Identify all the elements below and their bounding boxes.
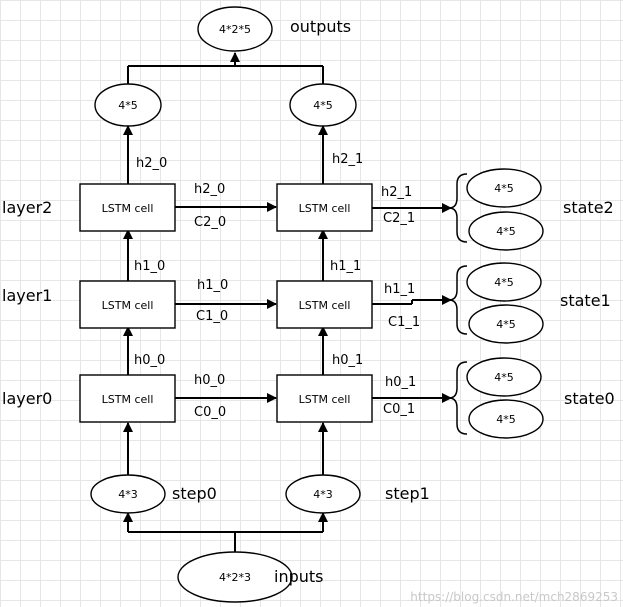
inputs-node bbox=[177, 551, 293, 603]
state1-h-shape: 4*5 bbox=[494, 276, 514, 289]
output0-shape: 4*5 bbox=[118, 99, 138, 112]
cell-label: LSTM cell bbox=[299, 202, 351, 215]
cell-label: LSTM cell bbox=[102, 202, 154, 215]
state1-h-node bbox=[466, 262, 542, 302]
state1-brace bbox=[448, 265, 468, 335]
state2-h-node bbox=[466, 168, 542, 208]
output0-node bbox=[94, 83, 162, 127]
cell-label: LSTM cell bbox=[102, 393, 154, 406]
edge-label-h0_1-out: h0_1 bbox=[385, 375, 416, 390]
output1-shape: 4*5 bbox=[313, 99, 333, 112]
state0-label: state0 bbox=[564, 389, 615, 408]
lstm-cell-layer2-step1 bbox=[276, 183, 373, 232]
step1-node bbox=[285, 474, 361, 514]
state2-c-node bbox=[468, 211, 544, 251]
edge-label-c2_0-right: C2_0 bbox=[194, 215, 226, 230]
edge-label-c1_1-out: C1_1 bbox=[388, 315, 420, 330]
step1-shape: 4*3 bbox=[313, 488, 333, 501]
cell-label: LSTM cell bbox=[299, 393, 351, 406]
edge-label-h1_1-out: h1_1 bbox=[384, 282, 415, 297]
state1-label: state1 bbox=[560, 291, 611, 310]
state0-brace bbox=[448, 361, 468, 435]
step0-shape: 4*3 bbox=[118, 488, 138, 501]
watermark-text: https://blog.csdn.net/mch2869253 bbox=[410, 590, 618, 604]
edge-label-h2_1-up: h2_1 bbox=[332, 152, 363, 167]
connectors bbox=[123, 52, 452, 552]
lstm-cell-layer2-step0 bbox=[79, 183, 176, 232]
edge-label-c2_1-out: C2_1 bbox=[383, 211, 415, 226]
cell-label: LSTM cell bbox=[299, 299, 351, 312]
state0-h-node bbox=[466, 357, 542, 397]
step1-label: step1 bbox=[385, 484, 430, 503]
state2-brace bbox=[448, 173, 468, 243]
lstm-cell-layer0-step0 bbox=[79, 374, 176, 423]
lstm-cell-layer0-step1 bbox=[276, 374, 373, 423]
state0-c-shape: 4*5 bbox=[496, 413, 516, 426]
output1-node bbox=[289, 83, 357, 127]
edge-label-h0_0-right: h0_0 bbox=[194, 373, 225, 388]
layer1-label: layer1 bbox=[2, 286, 52, 305]
state1-c-shape: 4*5 bbox=[496, 318, 516, 331]
state2-label: state2 bbox=[563, 198, 614, 217]
state2-c-shape: 4*5 bbox=[496, 225, 516, 238]
edge-label-h2_1-out: h2_1 bbox=[381, 185, 412, 200]
outputs-label: outputs bbox=[290, 17, 351, 36]
edge-label-h2_0-right: h2_0 bbox=[194, 182, 225, 197]
inputs-label: inputs bbox=[274, 567, 324, 586]
layer2-label: layer2 bbox=[2, 198, 52, 217]
lstm-cell-layer1-step0 bbox=[79, 280, 176, 329]
inputs-shape: 4*2*3 bbox=[219, 571, 251, 584]
edge-label-h0_0-up: h0_0 bbox=[134, 353, 165, 368]
edge-label-h1_1-up: h1_1 bbox=[330, 259, 361, 274]
step0-node bbox=[90, 474, 166, 514]
cell-label: LSTM cell bbox=[102, 299, 154, 312]
outputs-node bbox=[197, 6, 273, 52]
state0-c-node bbox=[468, 399, 544, 439]
edge-label-h2_0-up: h2_0 bbox=[136, 156, 167, 171]
lstm-cell-layer1-step1 bbox=[276, 280, 373, 329]
outputs-shape: 4*2*5 bbox=[219, 23, 251, 36]
layer0-label: layer0 bbox=[2, 389, 52, 408]
step0-label: step0 bbox=[172, 484, 217, 503]
edge-label-c0_0-right: C0_0 bbox=[194, 405, 226, 420]
state1-c-node bbox=[468, 304, 544, 344]
state2-h-shape: 4*5 bbox=[494, 182, 514, 195]
edge-label-c0_1-out: C0_1 bbox=[383, 402, 415, 417]
edge-label-c1_0-right: C1_0 bbox=[196, 309, 228, 324]
edge-label-h0_1-up: h0_1 bbox=[332, 353, 363, 368]
edge-label-h1_0-up: h1_0 bbox=[134, 259, 165, 274]
edge-label-h1_0-right: h1_0 bbox=[197, 278, 228, 293]
state0-h-shape: 4*5 bbox=[494, 371, 514, 384]
